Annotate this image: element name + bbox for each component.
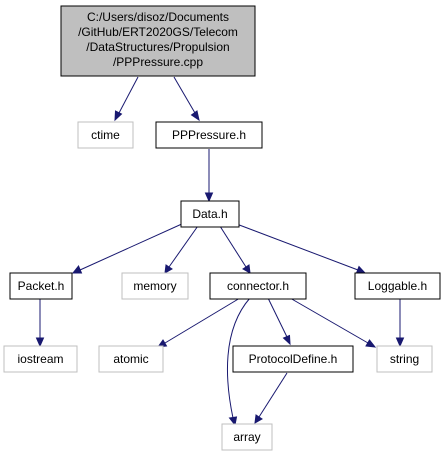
node-loggable-h[interactable]: Loggable.h — [354, 272, 441, 300]
edge-data-h-to-memory — [164, 222, 201, 274]
main-file-line-3: /DataStructures/Propulsion — [86, 40, 229, 54]
node-iostream-label: iostream — [17, 352, 63, 366]
node-atomic: atomic — [98, 345, 164, 373]
node-packet-h-label: Packet.h — [18, 279, 65, 293]
node-atomic-label: atomic — [113, 352, 148, 366]
edge-data-h-to-connector-h — [217, 222, 251, 274]
edge-pppressure-h-to-data-h — [204, 149, 214, 203]
main-file-line-4: /PPPressure.cpp — [113, 55, 203, 69]
node-connector-h[interactable]: connector.h — [209, 272, 307, 300]
edge-connector-h-to-protocoldefine-h — [267, 297, 291, 346]
node-pppressure-h[interactable]: PPPressure.h — [155, 121, 263, 149]
node-array-label: array — [233, 430, 260, 444]
node-loggable-h-label: Loggable.h — [368, 279, 427, 293]
edge-connector-h-to-string — [289, 297, 377, 348]
edge-main-to-ctime — [114, 76, 139, 122]
node-pppressure-h-label: PPPressure.h — [172, 128, 246, 142]
main-file-line-1: C:/Users/disoz/Documents — [87, 10, 229, 24]
node-ctime: ctime — [77, 121, 134, 149]
node-string-label: string — [390, 352, 419, 366]
edge-loggable-h-to-string — [395, 298, 405, 348]
node-protocoldefine-h-label: ProtocolDefine.h — [249, 352, 338, 366]
edge-connector-h-to-atomic — [156, 297, 241, 348]
main-file-line-2: /GitHub/ERT2020GS/Telecom — [78, 25, 238, 39]
node-ctime-label: ctime — [91, 128, 120, 142]
edge-data-h-to-packet-h — [71, 222, 185, 274]
edge-main-to-pppressure-h — [173, 76, 200, 122]
edge-protocoldefine-h-to-array — [254, 372, 288, 424]
node-memory: memory — [121, 272, 189, 300]
node-memory-label: memory — [133, 279, 176, 293]
node-string: string — [376, 345, 433, 373]
edge-packet-h-to-iostream — [35, 298, 45, 348]
node-packet-h[interactable]: Packet.h — [9, 272, 73, 300]
node-protocoldefine-h[interactable]: ProtocolDefine.h — [232, 345, 354, 373]
node-iostream: iostream — [3, 345, 78, 373]
node-data-h[interactable]: Data.h — [180, 200, 240, 228]
edge-data-h-to-loggable-h — [233, 222, 367, 274]
node-data-h-label: Data.h — [192, 207, 227, 221]
node-connector-h-label: connector.h — [227, 279, 289, 293]
edge-connector-h-to-array — [226, 297, 251, 427]
node-array: array — [221, 423, 273, 451]
node-main-file[interactable]: C:/Users/disoz/Documents /GitHub/ERT2020… — [60, 5, 256, 77]
